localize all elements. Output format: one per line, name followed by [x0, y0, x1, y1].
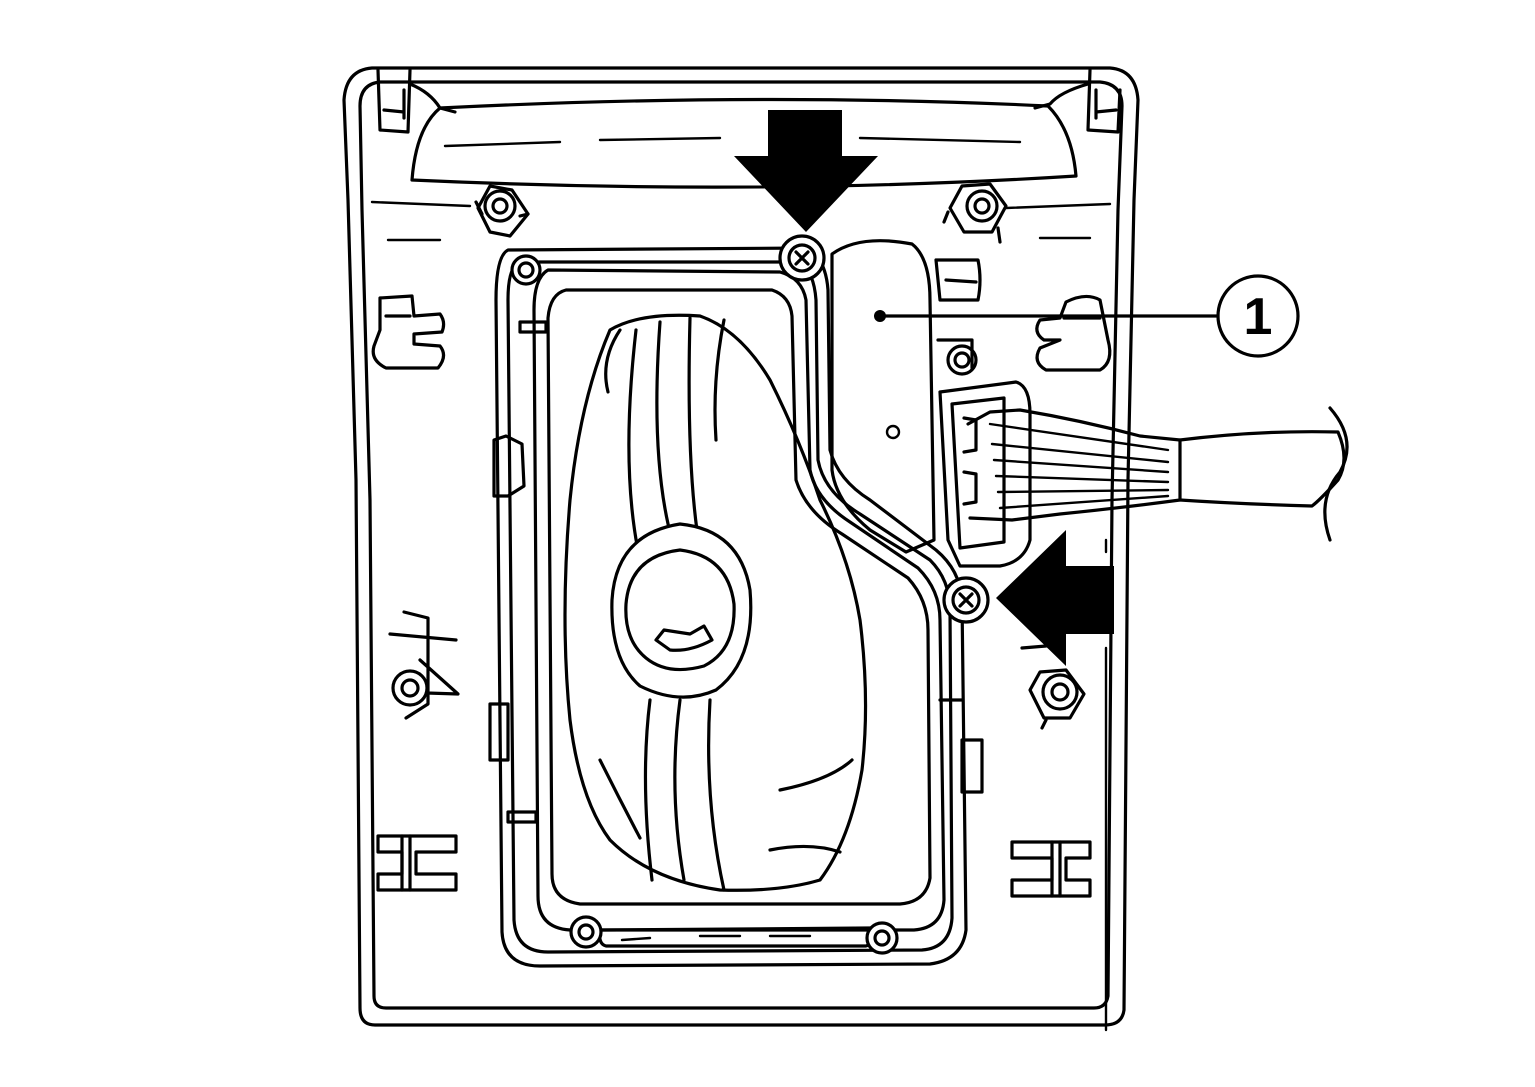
- callout-1: 1: [874, 274, 1300, 358]
- clip-mid-right: [1020, 644, 1086, 730]
- side-clip-right-upper: [1035, 294, 1112, 372]
- screw-right: [942, 576, 990, 624]
- arrow-left-icon: [996, 530, 1114, 666]
- side-clip-left-upper: [371, 294, 446, 370]
- clip-bottom-left: [376, 834, 458, 892]
- shift-boot: [563, 313, 868, 892]
- selector-bracket: [830, 239, 982, 554]
- arrow-down-icon: [734, 110, 878, 232]
- top-trim: [370, 68, 1122, 242]
- callout-circle: [1216, 274, 1300, 358]
- callout-label: 1: [1244, 288, 1273, 346]
- bracket-hole: [885, 424, 901, 440]
- screw-top: [778, 234, 826, 282]
- clip-top-right: [942, 182, 1008, 244]
- leader-dot: [874, 310, 886, 322]
- clip-top-left: [474, 184, 530, 238]
- clip-mid-left: [388, 610, 460, 720]
- connector-harness: [938, 380, 1349, 1032]
- surround-bosses: [510, 254, 978, 955]
- clip-bottom-right: [1010, 840, 1092, 898]
